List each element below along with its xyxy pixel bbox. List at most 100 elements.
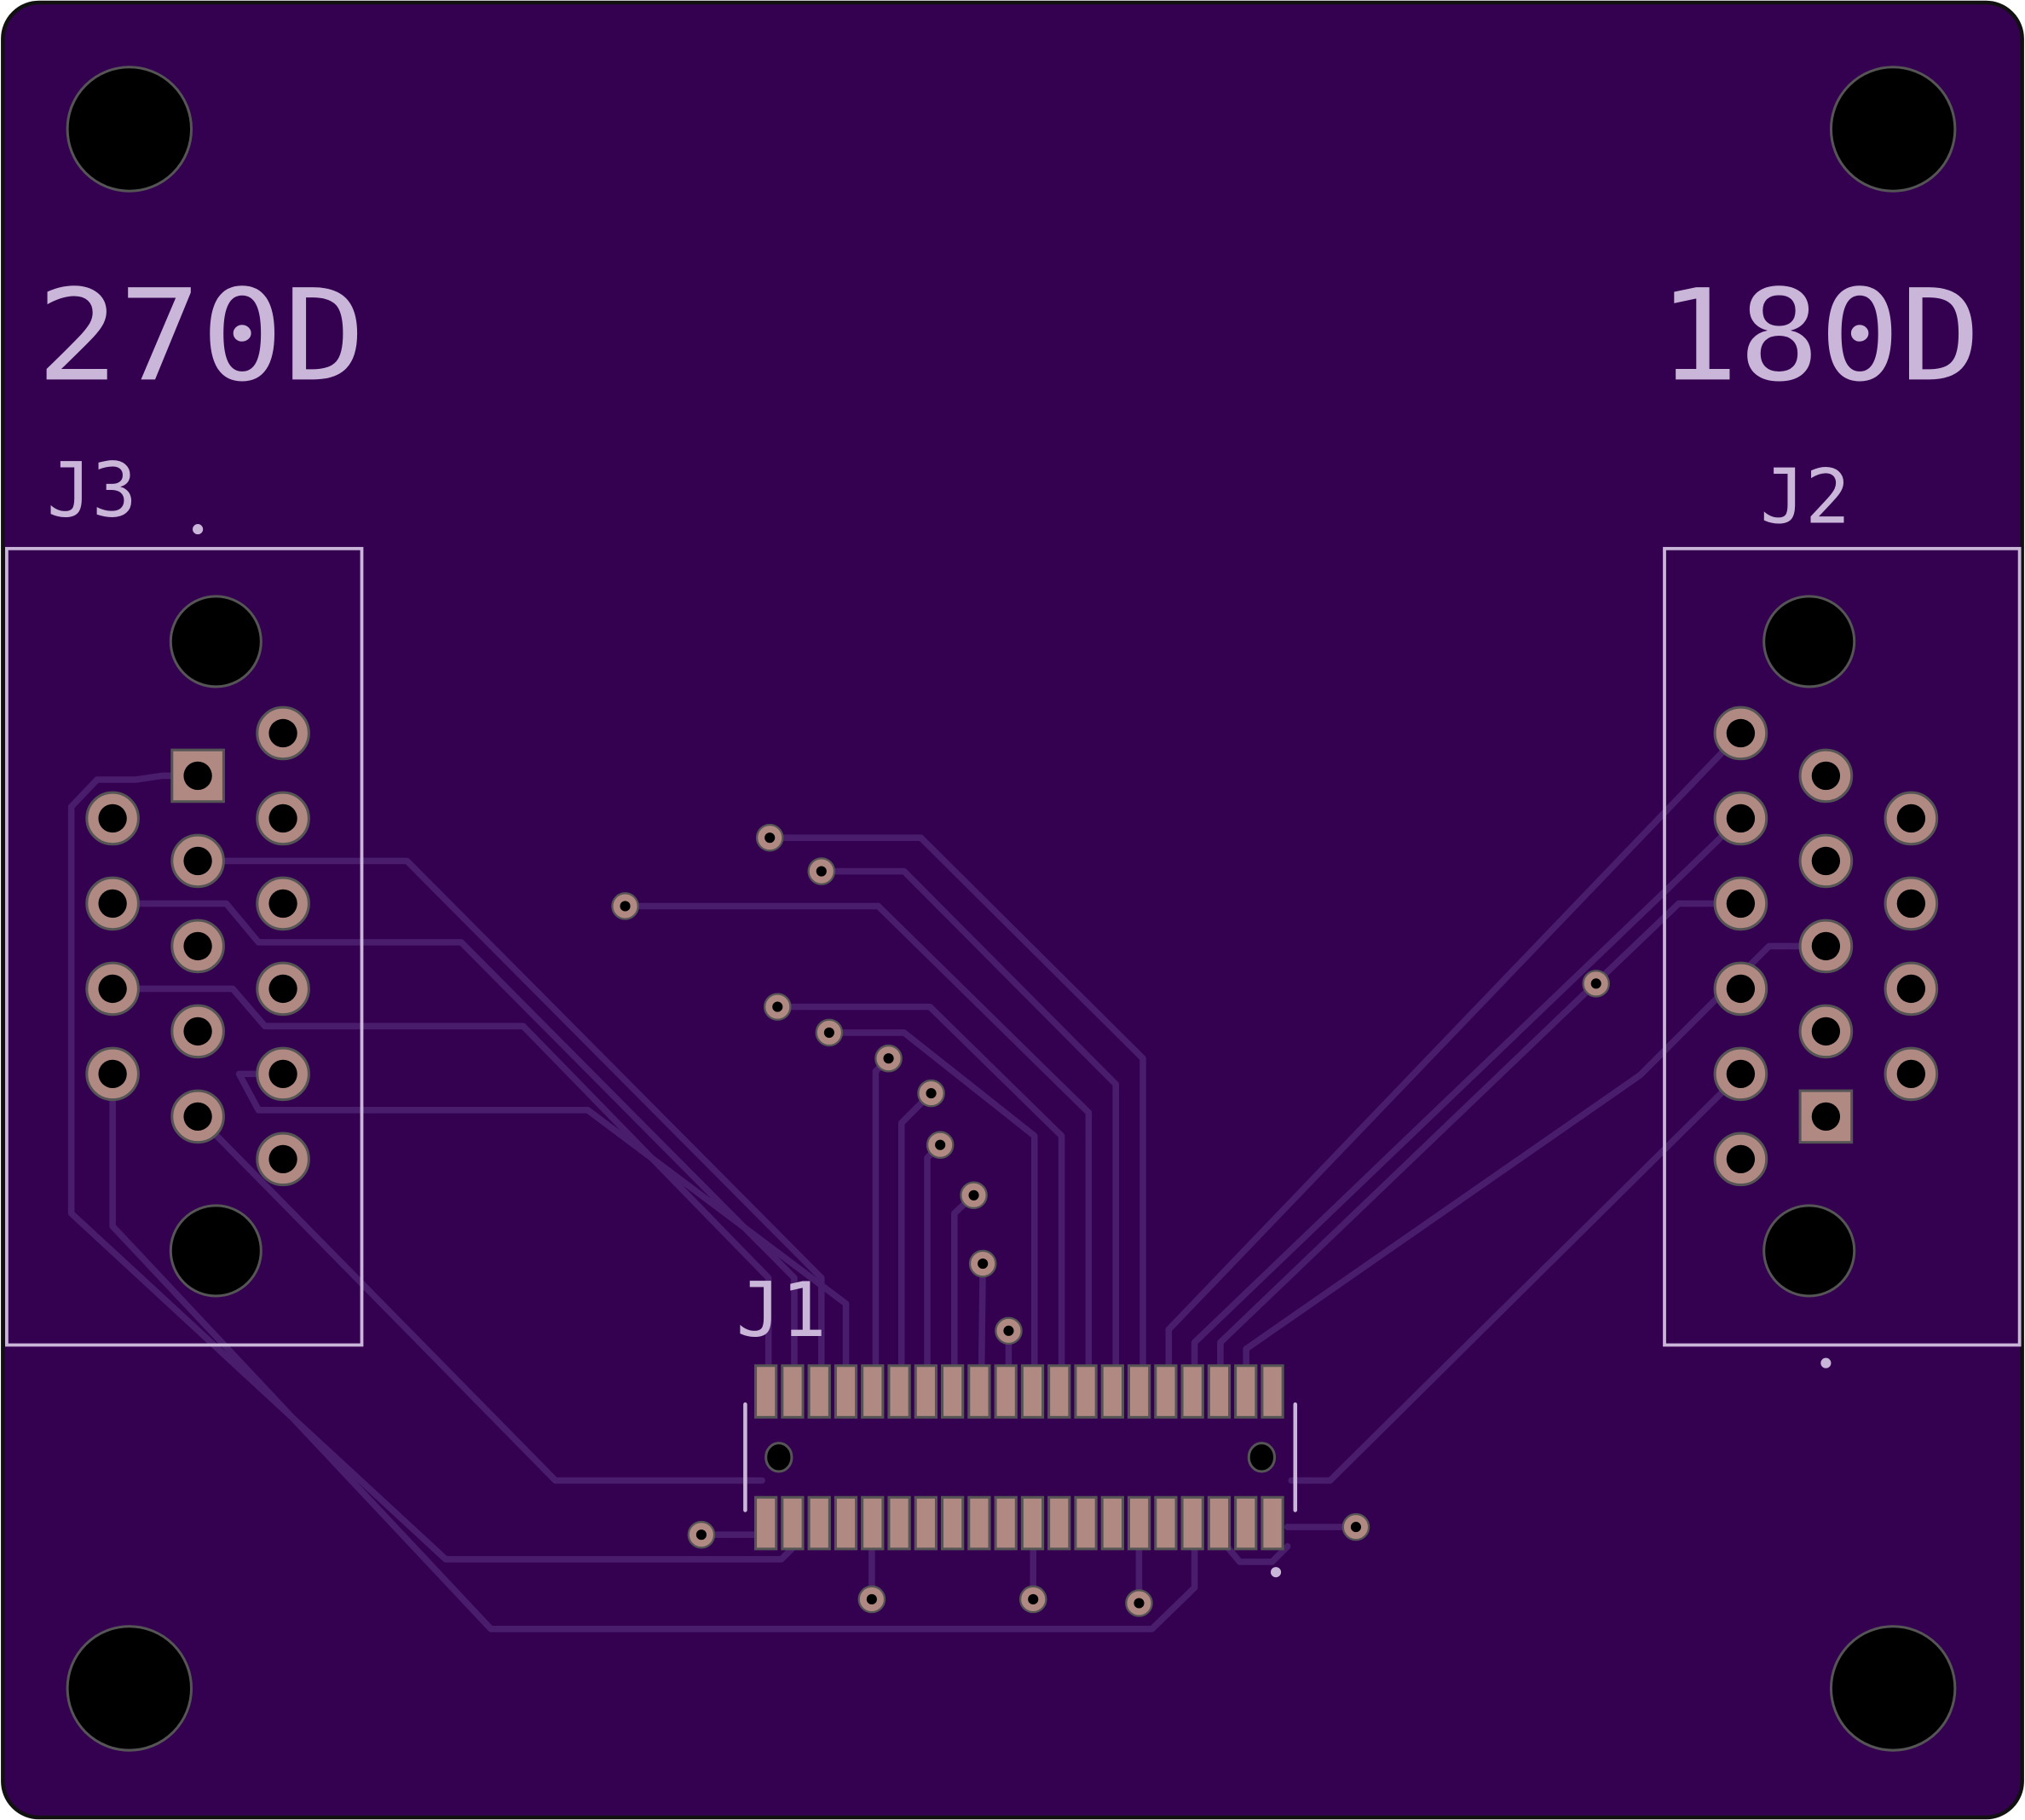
j1-pad-bottom (1234, 1495, 1258, 1551)
j1-pad-bottom (994, 1495, 1018, 1551)
pad-drill (1896, 1059, 1926, 1089)
square-pad (1798, 1089, 1854, 1144)
pin (1798, 919, 1854, 974)
pin (1798, 1004, 1854, 1059)
pad-drill (183, 846, 212, 876)
via (1018, 1585, 1047, 1614)
j1-pad-bottom (914, 1495, 938, 1551)
pin (1884, 791, 1939, 846)
pad-drill (1726, 1059, 1756, 1089)
via (960, 1181, 988, 1210)
pin (256, 1132, 310, 1187)
pin (256, 961, 310, 1017)
pin (170, 833, 225, 889)
pin (256, 791, 310, 846)
pin (1884, 1046, 1939, 1102)
pad-drill (98, 889, 127, 919)
via-drill (772, 1001, 783, 1012)
j1-pad-top (940, 1364, 965, 1419)
via-drill (935, 1139, 946, 1150)
j1-pad-top (1234, 1364, 1258, 1419)
via-drill (1003, 1325, 1014, 1336)
via (764, 993, 792, 1021)
via (1125, 1589, 1153, 1617)
pad-drill (1896, 803, 1926, 833)
pin (1713, 706, 1768, 761)
via-drill (1350, 1522, 1362, 1533)
j1-pad-bottom (1180, 1495, 1204, 1551)
pad-drill (98, 803, 127, 833)
via-drill (978, 1258, 989, 1270)
j1-pad-top (754, 1364, 778, 1419)
j2-mount-hole (1762, 1204, 1856, 1298)
j1-pad-top (914, 1364, 938, 1419)
connector-j1 (743, 1364, 1298, 1578)
pad-drill (183, 761, 212, 791)
j1-pad-bottom (1100, 1495, 1124, 1551)
via-drill (823, 1027, 834, 1038)
pad-drill (268, 718, 297, 748)
pad-drill (98, 1059, 127, 1089)
pad-drill (98, 974, 127, 1004)
pin (1713, 1046, 1768, 1102)
pin (256, 876, 310, 931)
pin (85, 961, 140, 1017)
via-drill (695, 1529, 707, 1541)
j3-outline (5, 546, 364, 1347)
j2-mount-hole (1762, 595, 1856, 688)
via-drill (1590, 978, 1601, 989)
j1-pad-top (1074, 1364, 1098, 1419)
j1-pad-bottom (887, 1495, 911, 1551)
pin (170, 1004, 225, 1059)
via-drill (816, 866, 827, 877)
j2-outline (1663, 546, 2022, 1347)
pin (1713, 961, 1768, 1017)
pin (256, 706, 310, 761)
pad-drill (183, 1102, 212, 1132)
pin (85, 876, 140, 931)
mounting-hole-top-right (1829, 66, 1957, 193)
pad-drill (268, 1059, 297, 1089)
j1-pad-top (967, 1364, 991, 1419)
pad-drill (1811, 1102, 1841, 1132)
via-drill (620, 901, 631, 912)
pad-drill (1811, 931, 1841, 961)
j3-mount-hole (169, 1204, 262, 1298)
j3-pin1-marker (193, 524, 204, 535)
pad-drill (183, 931, 212, 961)
pad-drill (1896, 974, 1926, 1004)
pin (1798, 748, 1854, 803)
pin (170, 748, 225, 803)
via-drill (1134, 1598, 1145, 1609)
pad-drill (268, 974, 297, 1004)
pin (1713, 1132, 1768, 1187)
via (815, 1018, 844, 1047)
via-drill (926, 1088, 937, 1099)
j1-pad-top (861, 1364, 885, 1419)
j1-pin1-marker (1270, 1567, 1282, 1578)
pad-drill (1726, 1144, 1756, 1174)
label-j1: J1 (736, 1266, 827, 1354)
via (755, 823, 784, 852)
j1-pad-top (1207, 1364, 1232, 1419)
via (968, 1249, 997, 1278)
connector-j2 (1663, 546, 2022, 1368)
mounting-hole-top-left (66, 66, 193, 193)
via-drill (968, 1189, 979, 1201)
j1-pad-bottom (940, 1495, 965, 1551)
j1-pad-bottom (967, 1495, 991, 1551)
j1-pad-top (994, 1364, 1018, 1419)
j1-pad-bottom (1074, 1495, 1098, 1551)
j1-pad-top (834, 1364, 858, 1419)
j1-pad-bottom (1261, 1495, 1284, 1551)
j1-pad-top (1261, 1364, 1284, 1419)
j1-pad-top (781, 1364, 805, 1419)
mounting-holes (66, 66, 1957, 1752)
pad-drill (1811, 846, 1841, 876)
pin (85, 1046, 140, 1102)
via-drill (883, 1053, 894, 1064)
via (874, 1044, 903, 1073)
j1-pad-top (887, 1364, 911, 1419)
